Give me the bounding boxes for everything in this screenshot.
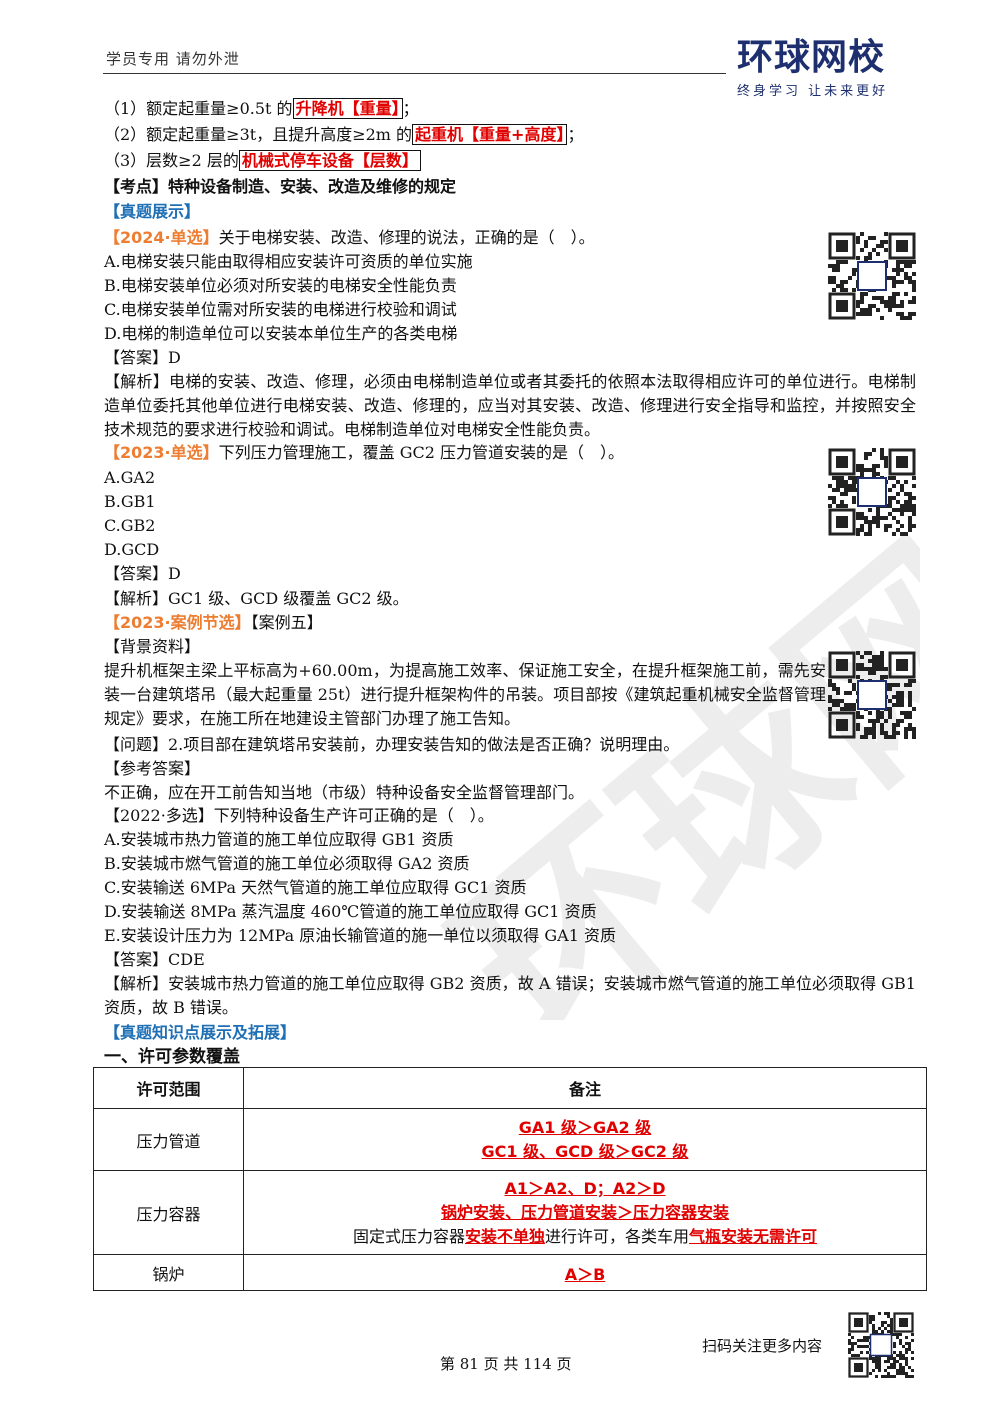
permit-table: 许可范围 备注 压力管道 GA1 级＞GA2 级 GC1 级、GCD 级＞GC2…	[93, 1067, 927, 1291]
note-line: GA1 级＞GA2 级	[518, 1117, 652, 1137]
kaodian-heading: 【考点】特种设备制造、安装、改造及维修的规定	[104, 177, 457, 196]
q1-option-c: C.电梯安装单位需对所安装的电梯进行校验和调试	[104, 300, 457, 319]
case-tag: 【2023·案例节选】	[104, 613, 251, 632]
case-bg-label: 【背景资料】	[104, 637, 201, 656]
qr-code-1[interactable]	[828, 232, 916, 320]
highlight-box: 升降机【重量】	[292, 98, 403, 119]
case-question: 【问题】2.项目部在建筑塔吊安装前，办理安装告知的做法是否正确？说明理由。	[104, 735, 680, 754]
intro-suffix: ；	[402, 99, 419, 118]
case-heading: 【2023·案例节选】【案例五】	[104, 612, 323, 634]
note-line: A＞B	[564, 1264, 606, 1284]
note-line: 锅炉安装、压力管道安装＞压力容器安装	[440, 1202, 729, 1222]
table-row: 锅炉 A＞B	[93, 1254, 927, 1291]
table-header-scope: 许可范围	[93, 1067, 244, 1109]
note-line: 固定式压力容器安装不单独进行许可，各类车用气瓶安装无需许可	[245, 1225, 925, 1249]
q1-option-d: D.电梯的制造单位可以安装本单位生产的各类电梯	[104, 324, 458, 343]
table-row: 压力容器 A1＞A2、D；A2＞D 锅炉安装、压力管道安装＞压力容器安装 固定式…	[93, 1170, 927, 1255]
intro-line-2: （2）额定起重量≥3t，且提升高度≥2m 的起重机【重量+高度】；	[104, 124, 583, 146]
intro-suffix: ；	[567, 125, 584, 144]
q3-option-b: B.安装城市燃气管道的施工单位必须取得 GA2 资质	[104, 854, 470, 873]
intro-text: （3）层数≥2 层的	[104, 151, 239, 170]
highlight-box: 机械式停车设备【层数】	[238, 150, 421, 171]
table-cell-note: GA1 级＞GA2 级 GC1 级、GCD 级＞GC2 级	[243, 1108, 927, 1171]
expand-heading: 【真题知识点展示及拓展】	[104, 1023, 297, 1042]
q3-option-a: A.安装城市热力管道的施工单位应取得 GB1 资质	[104, 830, 454, 849]
intro-text: （1）额定起重量≥0.5t 的	[104, 99, 293, 118]
highlight-box: 起重机【重量+高度】	[412, 124, 568, 145]
table-cell-scope: 压力容器	[93, 1170, 244, 1255]
q3-analysis: 【解析】安装城市热力管道的施工单位应取得 GB2 资质，故 A 错误；安装城市燃…	[104, 974, 916, 1017]
q3-answer: 【答案】CDE	[104, 950, 205, 969]
scan-prompt: 扫码关注更多内容	[702, 1337, 823, 1355]
section-title: 一、许可参数覆盖	[104, 1047, 240, 1067]
qr-code-footer[interactable]	[848, 1312, 914, 1378]
logo-slogan: 终身学习 让未来更好	[737, 84, 889, 99]
brand-logo: 环球网校 终身学习 让未来更好	[737, 38, 917, 100]
q2-option-a: A.GA2	[104, 468, 156, 487]
q1-option-b: B.电梯安装单位必须对所安装的电梯安全性能负责	[104, 276, 457, 295]
q3-stem: 【2022·多选】下列特种设备生产许可正确的是（ ）。	[104, 806, 494, 825]
case-background: 提升机框架主梁上平标高为+60.00m，为提高施工效率、保证施工安全，在提升框架…	[104, 661, 826, 728]
q1-tag: 【2024·单选】	[104, 228, 219, 247]
note-highlight: 安装不单独	[464, 1226, 545, 1246]
logo-title: 环球网校	[737, 37, 886, 78]
note-text: 固定式压力容器	[352, 1226, 465, 1246]
note-highlight: 气瓶安装无需许可	[689, 1226, 818, 1246]
q2-analysis: 【解析】GC1 级、GCD 级覆盖 GC2 级。	[104, 589, 409, 608]
header-notice: 学员专用 请勿外泄	[106, 50, 240, 68]
case-ref-label: 【参考答案】	[104, 759, 201, 778]
table-cell-scope: 锅炉	[93, 1254, 244, 1291]
q2-stem: 【2023·单选】下列压力管理施工，覆盖 GC2 压力管道安装的是（ ）。	[104, 442, 624, 464]
q3-option-e: E.安装设计压力为 12MPa 原油长输管道的施一单位以须取得 GA1 资质	[104, 926, 616, 945]
q3-option-c: C.安装输送 6MPa 天然气管道的施工单位应取得 GC1 资质	[104, 878, 527, 897]
case-title: 【案例五】	[250, 613, 323, 632]
q1-option-a: A.电梯安装只能由取得相应安装许可资质的单位实施	[104, 252, 473, 271]
q3-option-d: D.安装输送 8MPa 蒸汽温度 460℃管道的施工单位应取得 GC1 资质	[104, 902, 597, 921]
zhenti-heading: 【真题展示】	[104, 202, 201, 221]
q1-analysis: 【解析】电梯的安装、改造、修理，必须由电梯制造单位或者其委托的依照本法取得相应许…	[104, 372, 916, 439]
table-cell-scope: 压力管道	[93, 1108, 244, 1171]
table-header-note: 备注	[243, 1067, 927, 1109]
intro-text: （2）额定起重量≥3t，且提升高度≥2m 的	[104, 125, 413, 144]
table-row: 压力管道 GA1 级＞GA2 级 GC1 级、GCD 级＞GC2 级	[93, 1108, 927, 1171]
q2-answer: 【答案】D	[104, 564, 181, 583]
qr-code-3[interactable]	[828, 651, 916, 739]
q1-stem: 【2024·单选】关于电梯安装、改造、修理的说法，正确的是（ ）。	[104, 227, 595, 249]
table-header-row: 许可范围 备注	[93, 1067, 927, 1109]
qr-code-2[interactable]	[828, 448, 916, 536]
case-ref-answer: 不正确，应在开工前告知当地（市级）特种设备安全监督管理部门。	[104, 783, 585, 802]
table-cell-note: A＞B	[243, 1254, 927, 1291]
q2-option-d: D.GCD	[104, 540, 160, 559]
table-cell-note: A1＞A2、D；A2＞D 锅炉安装、压力管道安装＞压力容器安装 固定式压力容器安…	[243, 1170, 927, 1255]
note-text: 进行许可，各类车用	[545, 1226, 690, 1246]
q2-tag: 【2023·单选】	[104, 443, 219, 462]
header-rule	[103, 73, 726, 74]
intro-line-1: （1）额定起重量≥0.5t 的升降机【重量】；	[104, 98, 419, 120]
intro-line-3: （3）层数≥2 层的机械式停车设备【层数】	[104, 150, 421, 172]
page-number: 第 81 页 共 114 页	[440, 1355, 572, 1373]
q2-option-b: B.GB1	[104, 492, 156, 511]
q2-text: 下列压力管理施工，覆盖 GC2 压力管道安装的是（ ）。	[218, 443, 625, 462]
q1-text: 关于电梯安装、改造、修理的说法，正确的是（ ）。	[218, 228, 595, 247]
q2-option-c: C.GB2	[104, 516, 156, 535]
note-line: A1＞A2、D；A2＞D	[504, 1178, 666, 1198]
q1-answer: 【答案】D	[104, 348, 181, 367]
note-line: GC1 级、GCD 级＞GC2 级	[481, 1141, 689, 1161]
